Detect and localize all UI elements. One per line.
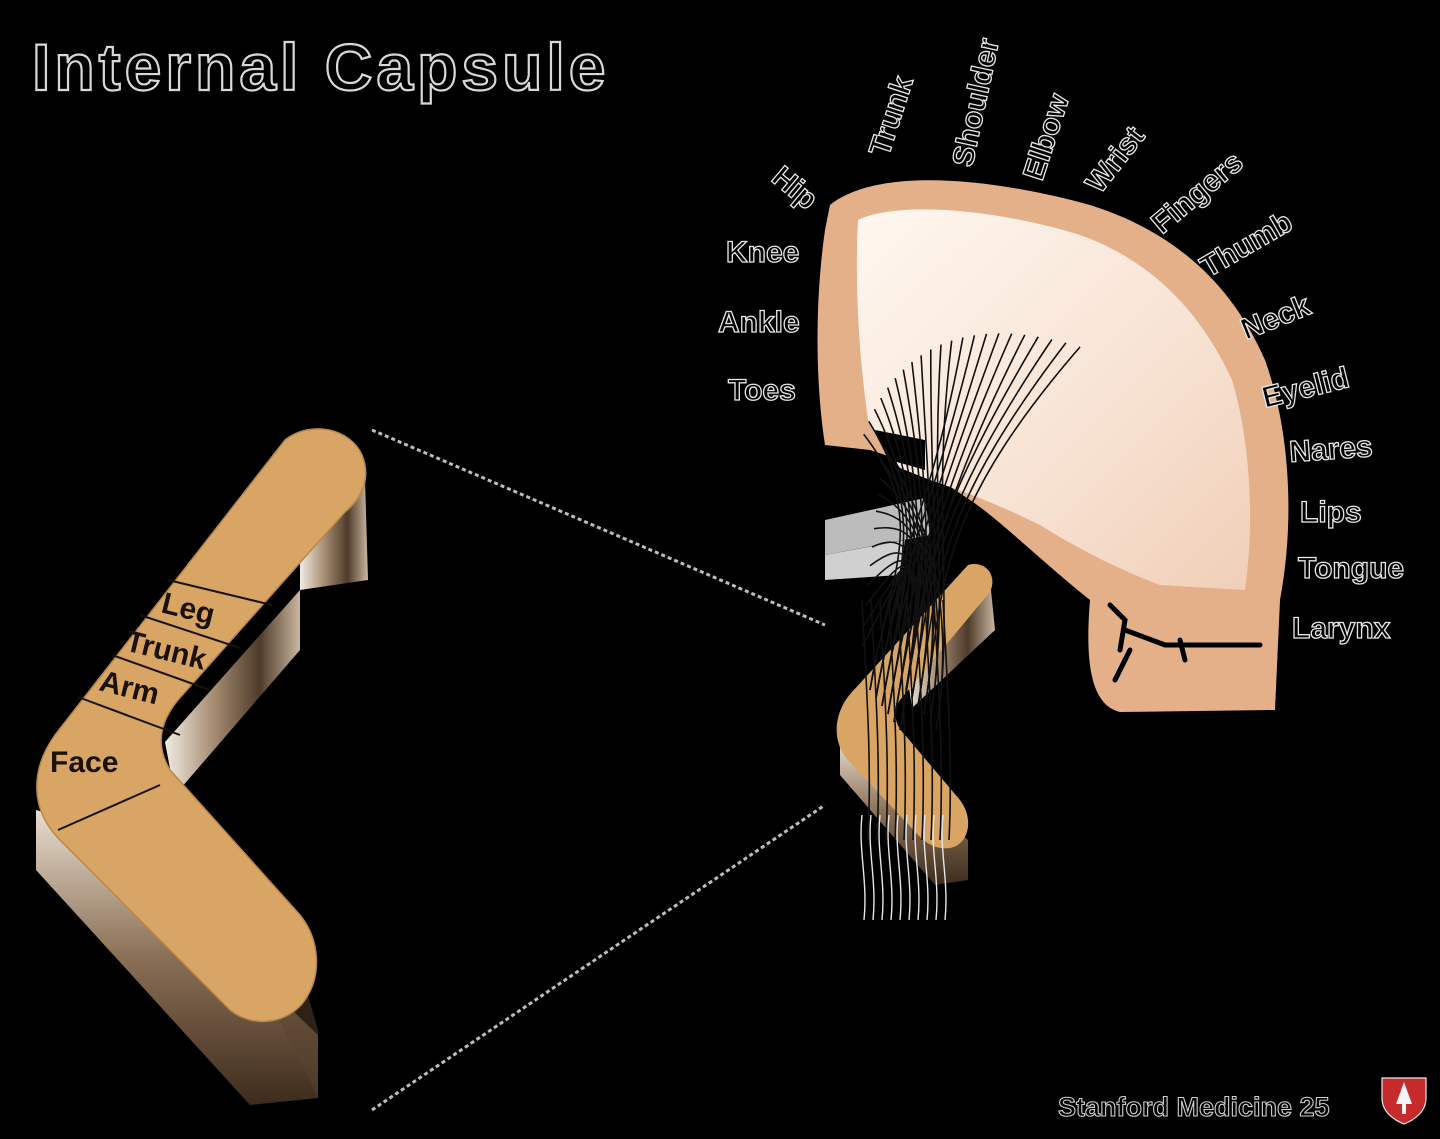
- fiber-strand: [905, 336, 1039, 691]
- fiber-strand: [924, 599, 934, 841]
- descending-fiber-tails: [860, 814, 947, 921]
- cortex-section: [817, 180, 1289, 712]
- corticospinal-fibers: [861, 333, 1081, 841]
- divider-arm-face: [77, 696, 181, 736]
- label-tongue: Tongue: [1298, 552, 1404, 585]
- fiber-strand: [933, 599, 943, 841]
- capsule-top-face: [36, 428, 367, 1023]
- fiber-strand: [875, 335, 976, 699]
- small-capsule-top-face: [836, 564, 993, 849]
- fiber-strand: [869, 337, 964, 691]
- divider-leg-top: [167, 579, 273, 606]
- fiber-strand: [887, 333, 1000, 715]
- fiber-tail: [941, 814, 947, 921]
- label-trunk: Trunk: [863, 72, 920, 160]
- fiber-strand: [923, 346, 1081, 715]
- fiber-tail: [905, 814, 911, 921]
- label-neck: Neck: [1236, 289, 1315, 347]
- label-larynx: Larynx: [1292, 612, 1391, 645]
- cortex-sulcus: [1107, 602, 1263, 683]
- fiber-strand: [897, 599, 907, 841]
- fiber-strand: [906, 599, 916, 841]
- diagram-title: Internal Capsule: [32, 30, 609, 104]
- label-elbow: Elbow: [1017, 89, 1076, 184]
- fiber-strand: [870, 599, 880, 841]
- label-shoulder: Shoulder: [947, 35, 1006, 169]
- divider-face-bottom: [57, 784, 161, 831]
- fiber-tail: [887, 814, 893, 921]
- fiber-tail: [914, 814, 920, 921]
- label-ankle: Ankle: [718, 306, 800, 339]
- region-face-label: Face: [50, 746, 118, 779]
- fiber-tail: [923, 814, 929, 921]
- fiber-strand: [861, 599, 871, 841]
- fiber-strand: [888, 599, 898, 841]
- connector-lower: [371, 803, 826, 1112]
- connector-upper: [371, 428, 826, 627]
- label-fingers: Fingers: [1145, 145, 1249, 240]
- stanford-shield-icon: [1381, 1077, 1427, 1125]
- fiber-tail: [896, 814, 902, 921]
- capsule-inner-wall: [165, 590, 300, 795]
- divider-trunk-arm: [111, 654, 211, 691]
- credit-text: Stanford Medicine 25: [1058, 1092, 1330, 1122]
- fiber-tail: [878, 814, 884, 921]
- fiber-tail: [860, 814, 866, 921]
- fiber-strand: [917, 342, 1067, 707]
- label-wrist: Wrist: [1080, 120, 1152, 199]
- fiber-strand: [881, 333, 988, 707]
- capsule-small: [836, 564, 995, 885]
- fiber-tail: [869, 814, 875, 921]
- label-knee: Knee: [726, 236, 799, 269]
- label-hip: Hip: [766, 160, 824, 216]
- label-nares: Nares: [1288, 430, 1374, 469]
- capsule-enlarged: Leg Trunk Arm Face: [36, 428, 368, 1105]
- label-toes: Toes: [728, 374, 796, 407]
- gray-band-upper: [825, 498, 930, 555]
- label-lips: Lips: [1300, 496, 1362, 529]
- fiber-strand: [942, 599, 952, 841]
- fiber-strand: [929, 344, 942, 723]
- fiber-strand: [879, 599, 889, 841]
- fiber-strand: [935, 340, 953, 731]
- fiber-tail: [932, 814, 938, 921]
- label-eyelid: Eyelid: [1259, 361, 1353, 414]
- label-thumb: Thumb: [1195, 205, 1298, 284]
- fiber-strand: [915, 599, 925, 841]
- divider-leg-trunk: [139, 614, 241, 649]
- corona-radiata: [856, 209, 1251, 591]
